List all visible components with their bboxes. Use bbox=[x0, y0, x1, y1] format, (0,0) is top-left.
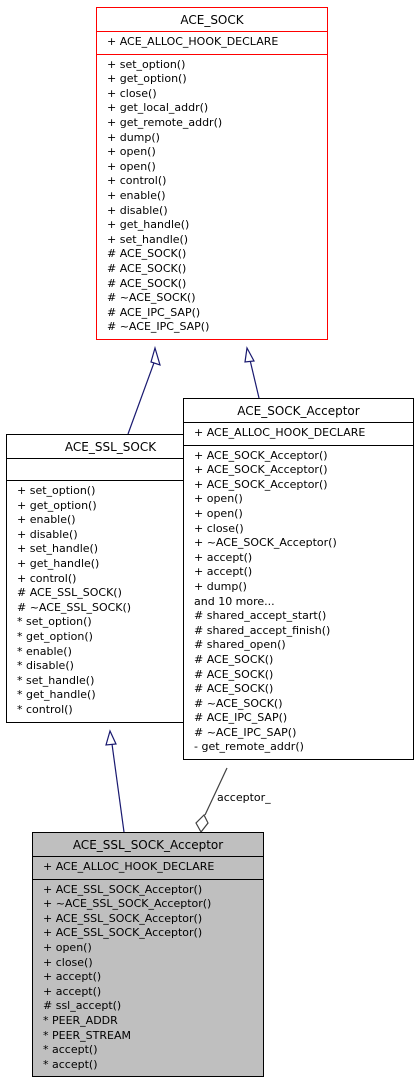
edge-ssl-sock-to-sock bbox=[127, 359, 156, 435]
member-entry[interactable]: + accept() bbox=[43, 984, 102, 998]
member-entry[interactable]: # ACE_SOCK() bbox=[194, 682, 274, 696]
attributes-section: + ACE_ALLOC_HOOK_DECLARE bbox=[184, 422, 413, 445]
member-entry[interactable]: * PEER_ADDR bbox=[43, 1013, 118, 1027]
class-name: ACE_SSL_SOCK bbox=[64, 440, 157, 454]
member-entry[interactable]: + ACE_SSL_SOCK_Acceptor() bbox=[43, 926, 203, 940]
class-name: ACE_SOCK bbox=[180, 13, 244, 27]
member-entry[interactable]: # ACE_IPC_SAP() bbox=[194, 711, 288, 725]
member-entry[interactable]: and 10 more... bbox=[194, 594, 275, 608]
member-entry[interactable]: # ACE_SOCK() bbox=[194, 667, 274, 681]
member-entry[interactable]: + get_remote_addr() bbox=[107, 115, 223, 129]
class-name: ACE_SOCK_Acceptor bbox=[237, 404, 360, 418]
member-entry[interactable]: * enable() bbox=[17, 644, 72, 658]
member-entry[interactable]: + enable() bbox=[17, 513, 76, 527]
member-entry[interactable]: # ~ACE_IPC_SAP() bbox=[107, 320, 210, 334]
member-entry[interactable]: # ~ACE_SOCK() bbox=[107, 291, 196, 305]
member-entry[interactable]: * accept() bbox=[43, 1043, 98, 1057]
member-entry[interactable]: + open() bbox=[107, 159, 156, 173]
member-entry[interactable]: + set_handle() bbox=[17, 542, 99, 556]
member-entry[interactable]: * get_option() bbox=[17, 629, 93, 643]
methods-section: + ACE_SOCK_Acceptor()+ ACE_SOCK_Acceptor… bbox=[184, 444, 413, 759]
class-ace-sock[interactable]: ACE_SOCK + ACE_ALLOC_HOOK_DECLARE + set_… bbox=[96, 7, 328, 340]
member-entry[interactable]: + control() bbox=[107, 174, 167, 188]
attributes-section: + ACE_ALLOC_HOOK_DECLARE bbox=[97, 31, 327, 54]
class-ace-ssl-sock[interactable]: ACE_SSL_SOCK + set_option()+ get_option(… bbox=[6, 434, 215, 723]
member-entry[interactable]: + control() bbox=[17, 571, 77, 585]
member-entry[interactable]: + set_option() bbox=[107, 57, 186, 71]
member-entry[interactable]: # ~ACE_SOCK() bbox=[194, 696, 283, 710]
edge-ssl-acceptor-to-ssl-sock bbox=[111, 743, 125, 833]
member-entry[interactable]: * disable() bbox=[17, 659, 74, 673]
methods-section: + set_option()+ get_option()+ close()+ g… bbox=[97, 53, 327, 339]
member-entry[interactable]: + close() bbox=[43, 955, 93, 969]
member-entry[interactable]: # ACE_SOCK() bbox=[107, 247, 187, 261]
member-entry[interactable]: + ~ACE_SOCK_Acceptor() bbox=[194, 536, 337, 550]
methods-section: + set_option()+ get_option()+ enable()+ … bbox=[7, 480, 214, 722]
member-entry[interactable]: + ACE_ALLOC_HOOK_DECLARE bbox=[43, 860, 215, 873]
member-entry[interactable]: + accept() bbox=[194, 565, 253, 579]
member-entry[interactable]: + open() bbox=[107, 145, 156, 159]
member-entry[interactable]: + ACE_SOCK_Acceptor() bbox=[194, 477, 328, 491]
class-ace-sock-acceptor[interactable]: ACE_SOCK_Acceptor + ACE_ALLOC_HOOK_DECLA… bbox=[183, 398, 414, 761]
member-entry[interactable]: + accept() bbox=[43, 970, 102, 984]
member-entry[interactable]: + get_handle() bbox=[17, 556, 100, 570]
member-entry[interactable]: * set_option() bbox=[17, 615, 92, 629]
member-entry[interactable]: + ACE_SSL_SOCK_Acceptor() bbox=[43, 882, 203, 896]
member-entry[interactable]: # ACE_SOCK() bbox=[107, 261, 187, 275]
member-entry[interactable]: # ACE_SOCK() bbox=[194, 652, 274, 666]
member-entry[interactable]: * get_handle() bbox=[17, 688, 96, 702]
aggregation-diamond bbox=[195, 813, 209, 834]
class-ace-ssl-sock-acceptor[interactable]: ACE_SSL_SOCK_Acceptor + ACE_ALLOC_HOOK_D… bbox=[32, 832, 264, 1078]
edge-acceptor-aggregation bbox=[204, 767, 228, 816]
member-entry[interactable]: + set_option() bbox=[17, 484, 96, 497]
attributes-section: + ACE_ALLOC_HOOK_DECLARE bbox=[33, 856, 263, 879]
member-entry[interactable]: # ~ACE_SSL_SOCK() bbox=[17, 600, 132, 614]
inheritance-arrow bbox=[150, 345, 161, 366]
member-entry[interactable]: + ACE_SSL_SOCK_Acceptor() bbox=[43, 911, 203, 925]
member-entry[interactable]: + open() bbox=[194, 506, 243, 520]
member-entry[interactable]: + ACE_ALLOC_HOOK_DECLARE bbox=[194, 426, 366, 439]
member-entry[interactable]: + close() bbox=[194, 521, 244, 535]
member-entry[interactable]: # ssl_accept() bbox=[43, 999, 122, 1013]
member-entry[interactable]: + get_option() bbox=[107, 72, 187, 86]
methods-section: + ACE_SSL_SOCK_Acceptor()+ ~ACE_SSL_SOCK… bbox=[33, 878, 263, 1077]
member-entry[interactable]: + get_option() bbox=[17, 498, 97, 512]
member-entry[interactable]: + ACE_ALLOC_HOOK_DECLARE bbox=[107, 35, 279, 48]
acceptor-relation-label: acceptor_ bbox=[217, 791, 271, 804]
member-entry[interactable]: + ACE_SOCK_Acceptor() bbox=[194, 463, 328, 477]
member-entry[interactable]: + close() bbox=[107, 86, 157, 100]
inheritance-arrow bbox=[105, 729, 117, 746]
class-name: ACE_SSL_SOCK_Acceptor bbox=[72, 838, 224, 852]
member-entry[interactable]: * accept() bbox=[43, 1057, 98, 1071]
member-entry[interactable]: # ACE_SSL_SOCK() bbox=[17, 586, 122, 600]
member-entry[interactable]: # ~ACE_IPC_SAP() bbox=[194, 725, 297, 739]
member-entry[interactable]: # shared_accept_start() bbox=[194, 609, 327, 623]
member-entry[interactable]: + open() bbox=[43, 940, 92, 954]
member-entry[interactable]: + dump() bbox=[194, 579, 247, 593]
member-entry[interactable]: + accept() bbox=[194, 550, 253, 564]
member-entry[interactable]: # ACE_SOCK() bbox=[107, 276, 187, 290]
member-entry[interactable]: * control() bbox=[17, 702, 73, 716]
member-entry[interactable]: # ACE_IPC_SAP() bbox=[107, 305, 201, 319]
member-entry[interactable]: + dump() bbox=[107, 130, 160, 144]
inheritance-arrow bbox=[244, 346, 255, 363]
member-entry[interactable]: # shared_accept_finish() bbox=[194, 623, 331, 637]
member-entry[interactable]: # shared_open() bbox=[194, 638, 286, 652]
member-entry[interactable]: * PEER_STREAM bbox=[43, 1028, 131, 1042]
member-entry[interactable]: + get_handle() bbox=[107, 218, 190, 232]
member-entry[interactable]: + disable() bbox=[17, 527, 78, 541]
member-entry[interactable]: + enable() bbox=[107, 188, 166, 202]
member-entry[interactable]: + get_local_addr() bbox=[107, 101, 209, 115]
member-entry[interactable]: + ACE_SOCK_Acceptor() bbox=[194, 448, 328, 462]
member-entry[interactable]: + disable() bbox=[107, 203, 168, 217]
attributes-section bbox=[7, 458, 214, 480]
member-entry[interactable]: - get_remote_addr() bbox=[194, 740, 304, 754]
member-entry[interactable]: + set_handle() bbox=[107, 232, 189, 246]
edge-sock-acceptor-to-sock bbox=[249, 359, 260, 399]
member-entry[interactable]: + open() bbox=[194, 492, 243, 506]
member-entry[interactable]: + ~ACE_SSL_SOCK_Acceptor() bbox=[43, 897, 212, 911]
member-entry[interactable]: * set_handle() bbox=[17, 673, 95, 687]
